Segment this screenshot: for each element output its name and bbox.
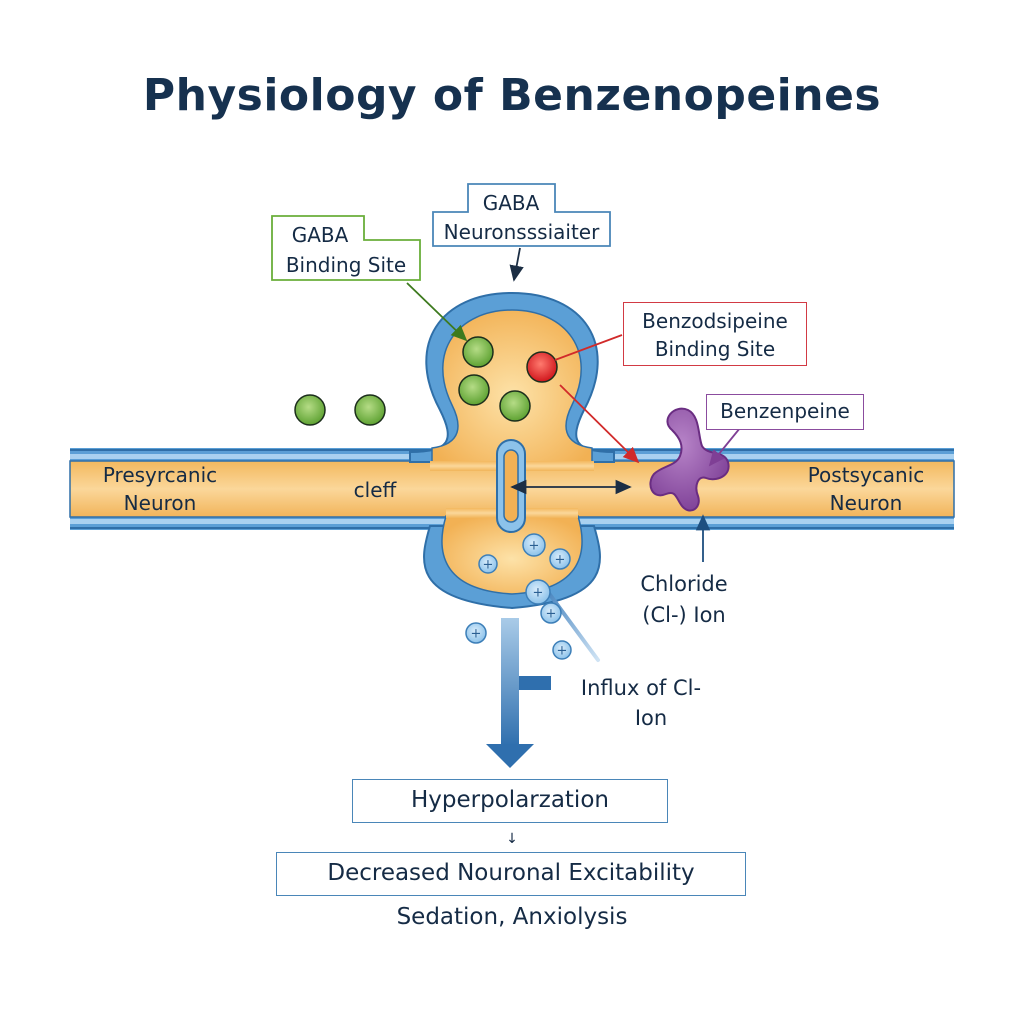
gaba-binding-site-line2: Binding Site bbox=[285, 253, 407, 277]
chloride-ion: + bbox=[549, 548, 571, 570]
benzodiazepine-molecule bbox=[526, 351, 558, 383]
benzenpeine-box: Benzenpeine bbox=[706, 394, 864, 430]
diagram-title: Physiology of Benzenopeines bbox=[142, 70, 882, 121]
ion-charge-symbol: + bbox=[483, 558, 494, 573]
chloride-ion: + bbox=[552, 640, 572, 660]
gaba-neurotransmitter-line2: Neuronsssiaiter bbox=[443, 220, 600, 244]
gaba-molecule bbox=[294, 394, 326, 426]
neurotransmitter-pointer bbox=[509, 247, 524, 282]
chloride-ion: + bbox=[478, 554, 498, 574]
ion-charge-symbol: + bbox=[533, 586, 544, 601]
benzo-site-pointer bbox=[554, 334, 623, 361]
gaba-molecule bbox=[354, 394, 386, 426]
benzo-to-receptor-pointer bbox=[559, 384, 640, 464]
presynaptic-neuron-line2: Neuron bbox=[123, 491, 197, 515]
ion-charge-symbol: + bbox=[557, 644, 568, 659]
benzo-binding-site-line1: Benzodsipeine bbox=[642, 309, 788, 333]
decreased-excitability-box: Decreased Nouronal Excitability bbox=[276, 852, 746, 896]
benzenpeine-pointer bbox=[708, 427, 741, 467]
outcome-label: Sedation, Anxiolysis bbox=[396, 904, 628, 930]
gaba-molecule bbox=[458, 374, 490, 406]
chloride-ion: + bbox=[465, 622, 487, 644]
influx-arrow bbox=[486, 618, 551, 768]
chloride-ion-line1: Chloride bbox=[640, 572, 728, 596]
chloride-ion-line2: (Cl-) Ion bbox=[642, 603, 726, 627]
ion-charge-symbol: + bbox=[471, 627, 482, 642]
gaba-binding-site-line1: GABA bbox=[291, 223, 349, 247]
postsynaptic-neuron-line2: Neuron bbox=[829, 491, 903, 515]
synaptic-cleft-label: cleff bbox=[353, 478, 397, 502]
chloride-ion: + bbox=[522, 533, 546, 557]
ion-charge-symbol: + bbox=[555, 553, 566, 568]
chloride-ion: + bbox=[525, 579, 551, 605]
benzenpeine-molecule bbox=[649, 407, 730, 512]
ion-flow-streak bbox=[546, 590, 600, 662]
gaba-neurotransmitter-line1: GABA bbox=[482, 191, 540, 215]
chloride-ions: +++++++ bbox=[465, 533, 572, 660]
ion-charge-symbol: + bbox=[546, 607, 557, 622]
benzo-binding-site-line2: Binding Site bbox=[654, 337, 776, 361]
gaba-molecule bbox=[499, 390, 531, 422]
gaba-molecules bbox=[294, 336, 531, 426]
ion-charge-symbol: + bbox=[529, 539, 540, 554]
postsynaptic-neuron-line1: Postsycanic bbox=[807, 463, 925, 487]
presynaptic-neuron-line1: Presyrcanic bbox=[102, 463, 218, 487]
hyperpolarization-box: Hyperpolarzation bbox=[352, 779, 668, 823]
influx-line2: Ion bbox=[634, 706, 668, 730]
gaba-molecule bbox=[462, 336, 494, 368]
benzo-binding-site-box: Benzodsipeine Binding Site bbox=[623, 302, 807, 366]
ion-channel-pore bbox=[496, 439, 526, 533]
flow-down-arrow: ↓ bbox=[506, 831, 518, 847]
influx-line1: Influx of Cl- bbox=[580, 676, 702, 700]
chloride-ion: + bbox=[540, 602, 562, 624]
gaba-site-pointer bbox=[406, 282, 468, 342]
